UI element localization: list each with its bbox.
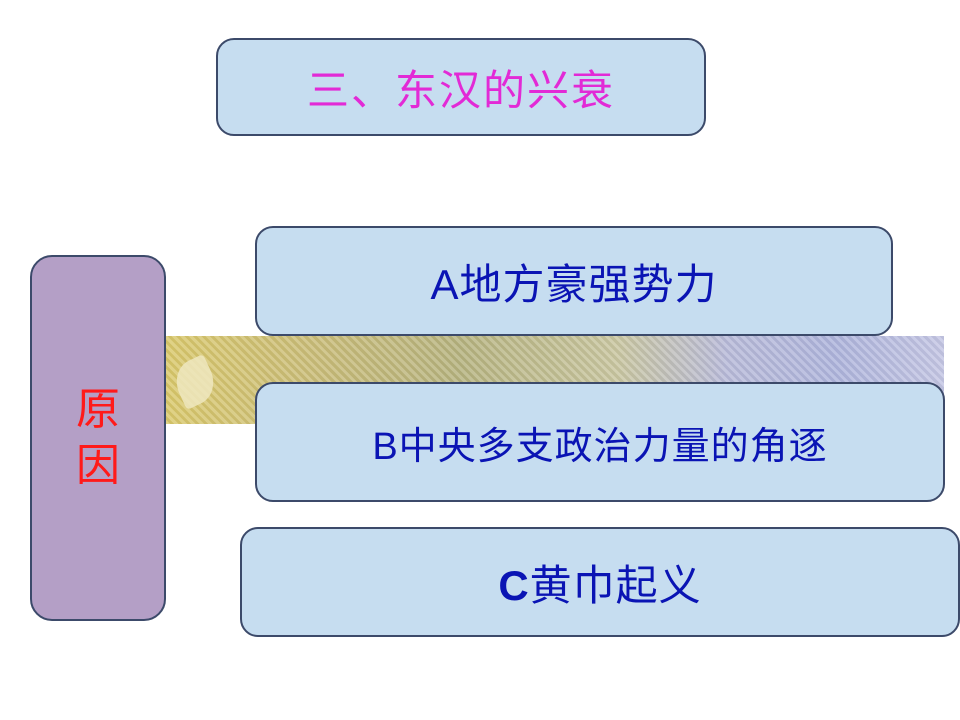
title-box: 三、东汉的兴衰 bbox=[216, 38, 706, 136]
item-c-letter: C bbox=[498, 561, 530, 609]
item-a-text: 地方豪强势力 bbox=[459, 259, 718, 309]
slide-title: 三、东汉的兴衰 bbox=[306, 65, 615, 115]
item-a-label: A地方豪强势力 bbox=[430, 251, 717, 312]
item-c-label: C黄巾起义 bbox=[498, 552, 701, 613]
item-b-letter: B bbox=[372, 425, 399, 468]
item-c-text: 黄巾起义 bbox=[529, 560, 702, 610]
item-b-label: B中央多支政治力量的角逐 bbox=[372, 415, 827, 470]
item-box-c: C黄巾起义 bbox=[240, 527, 960, 637]
item-b-text: 中央多支政治力量的角逐 bbox=[398, 423, 828, 468]
item-box-b: B中央多支政治力量的角逐 bbox=[255, 382, 945, 502]
reason-box: 原 因 bbox=[30, 255, 166, 621]
item-a-letter: A bbox=[430, 260, 460, 308]
item-box-a: A地方豪强势力 bbox=[255, 226, 893, 336]
reason-char-2: 因 bbox=[76, 440, 120, 491]
reason-char-1: 原 bbox=[76, 384, 120, 435]
